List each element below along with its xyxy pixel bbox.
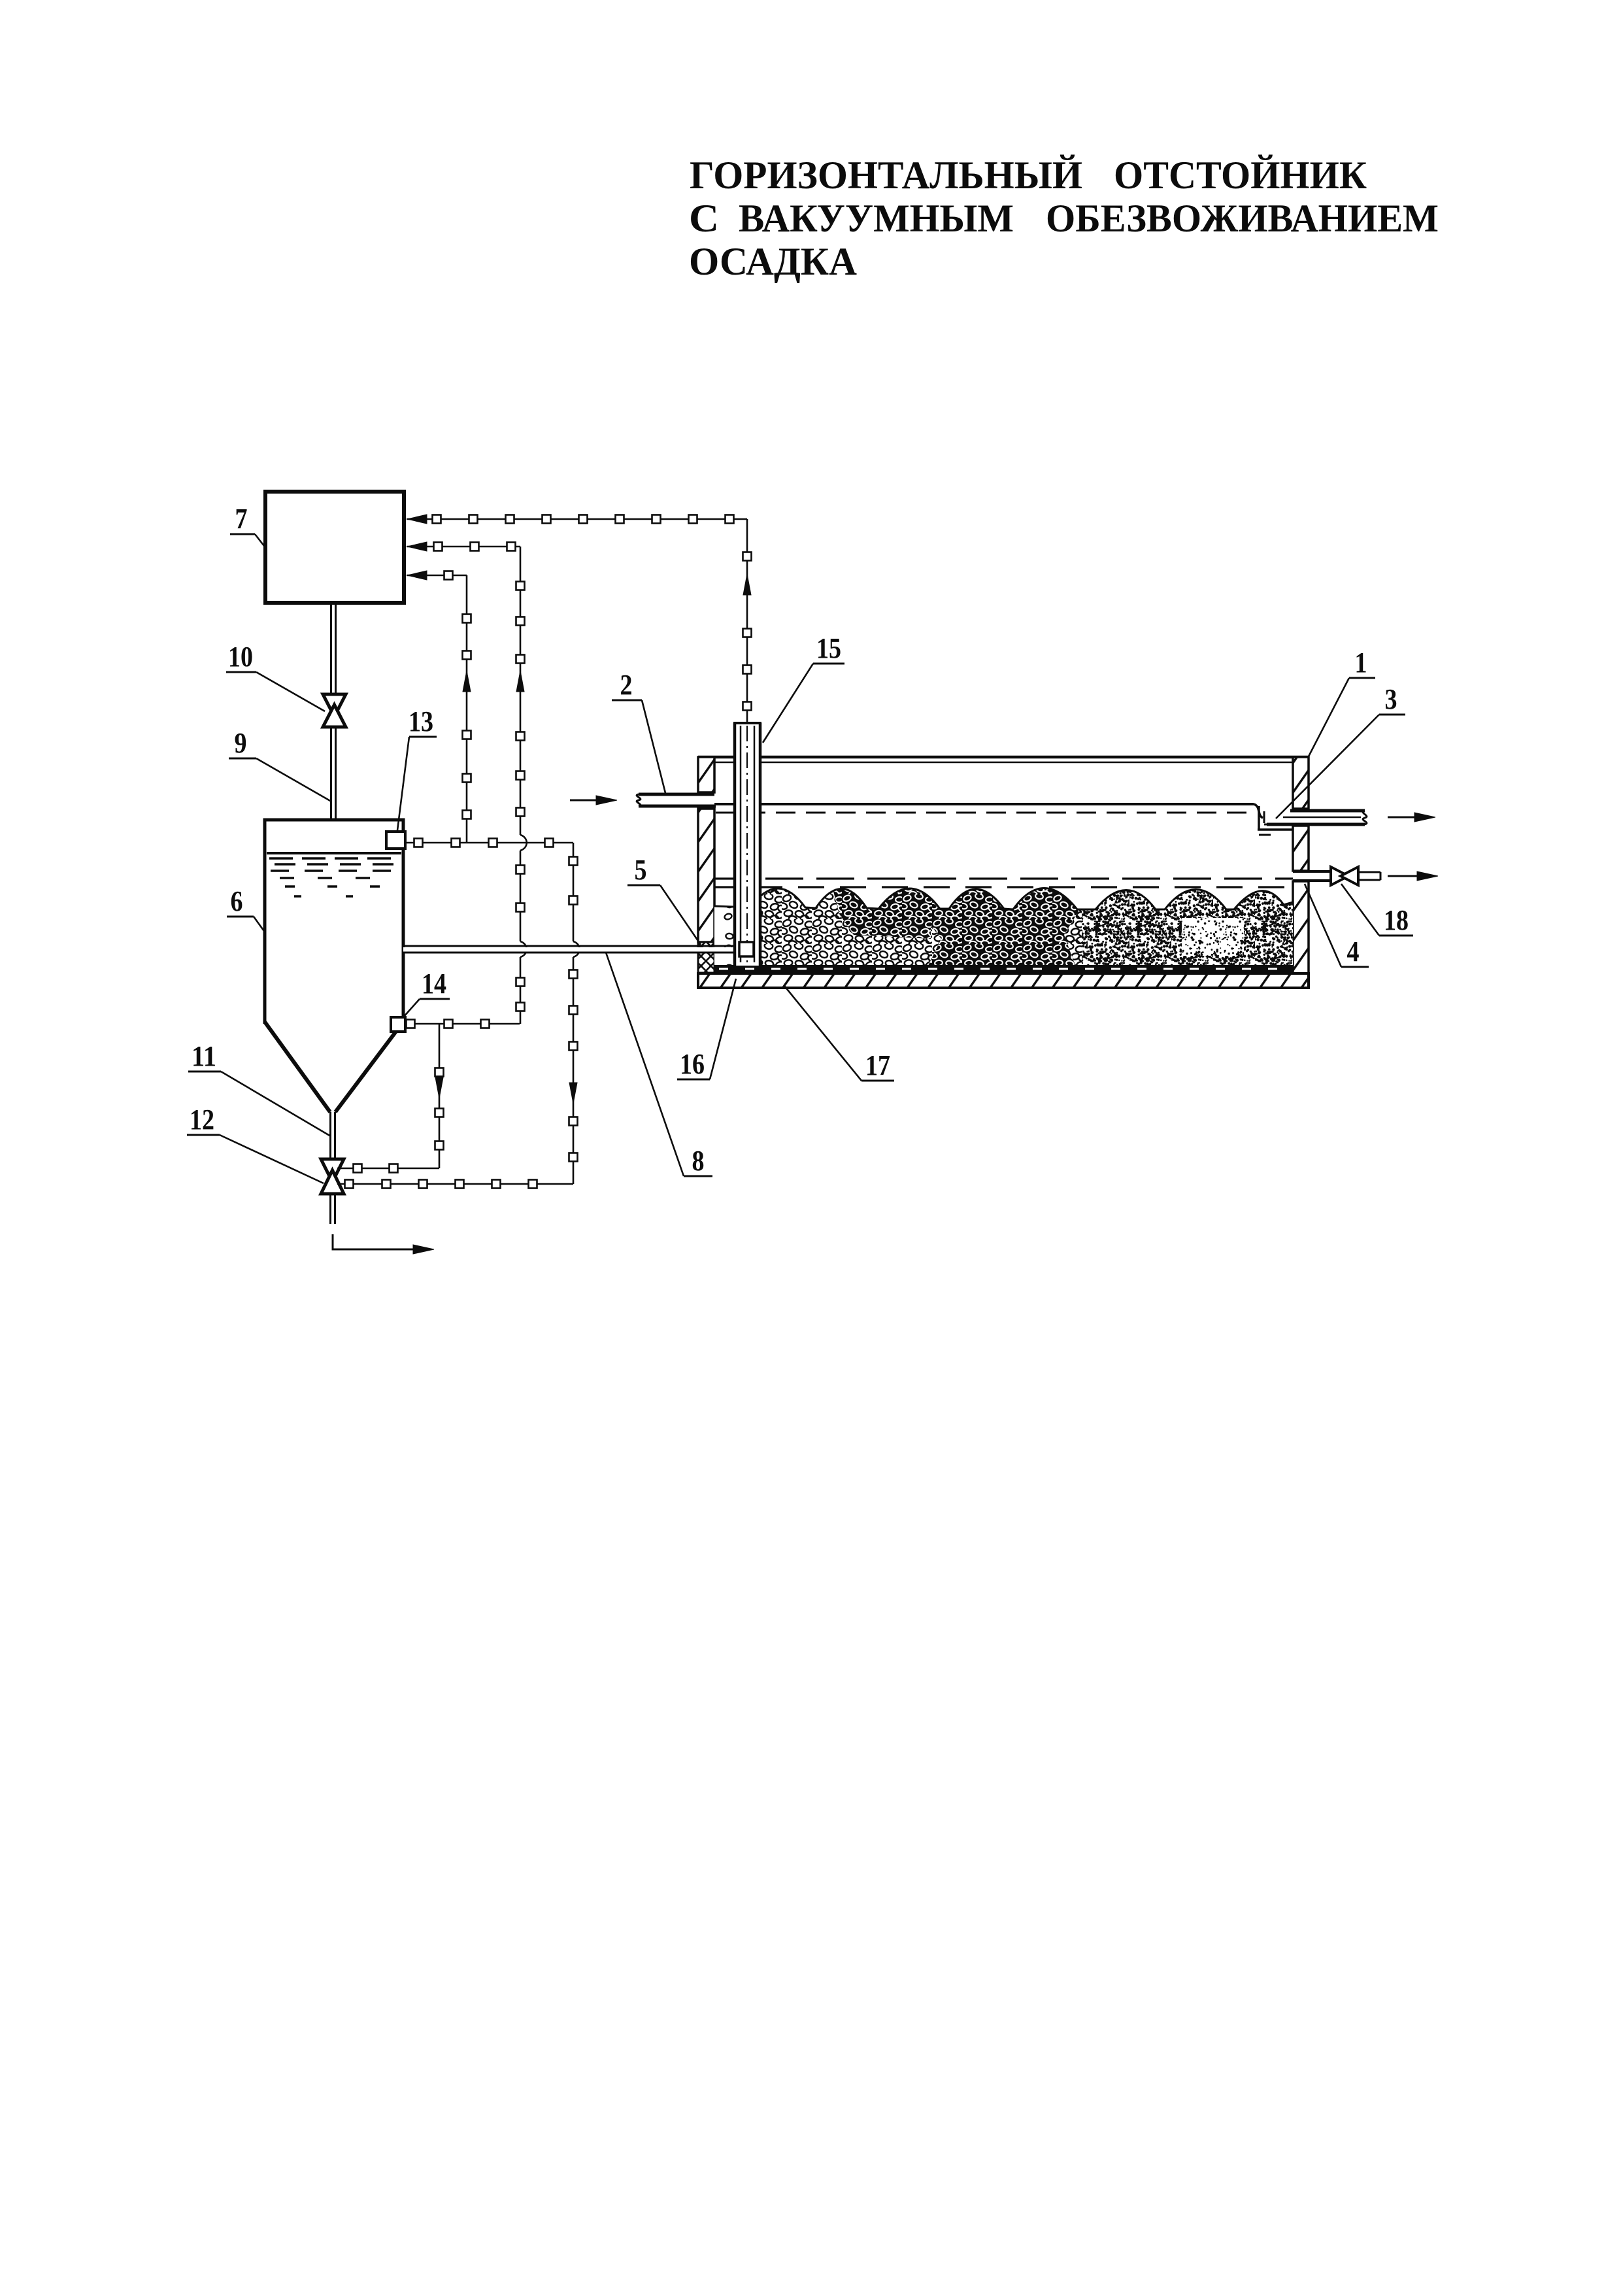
- svg-text:ВАКУУМНЫМ: ВАКУУМНЫМ: [739, 197, 1014, 240]
- svg-text:18: 18: [1384, 904, 1409, 936]
- svg-text:5: 5: [635, 854, 647, 886]
- svg-text:ОБЕЗВОЖИВАНИЕМ: ОБЕЗВОЖИВАНИЕМ: [1046, 197, 1439, 240]
- svg-text:11: 11: [192, 1040, 216, 1072]
- svg-text:2: 2: [620, 669, 633, 701]
- svg-text:ГОРИЗОНТАЛЬНЫЙ: ГОРИЗОНТАЛЬНЫЙ: [690, 154, 1082, 197]
- svg-text:14: 14: [422, 968, 446, 1000]
- svg-text:3: 3: [1385, 683, 1397, 715]
- svg-text:16: 16: [680, 1048, 705, 1080]
- svg-text:10: 10: [228, 641, 253, 673]
- svg-text:8: 8: [692, 1145, 705, 1177]
- svg-text:9: 9: [235, 727, 247, 759]
- svg-text:15: 15: [816, 632, 841, 664]
- svg-text:ОТСТОЙНИК: ОТСТОЙНИК: [1114, 154, 1367, 197]
- svg-text:ОСАДКА: ОСАДКА: [689, 240, 857, 283]
- svg-text:17: 17: [865, 1049, 890, 1081]
- svg-text:7: 7: [235, 503, 248, 535]
- svg-text:С: С: [689, 197, 719, 240]
- svg-text:6: 6: [231, 885, 243, 917]
- svg-text:12: 12: [190, 1104, 214, 1136]
- svg-text:4: 4: [1347, 936, 1360, 968]
- svg-text:1: 1: [1355, 647, 1367, 679]
- svg-text:13: 13: [409, 705, 433, 737]
